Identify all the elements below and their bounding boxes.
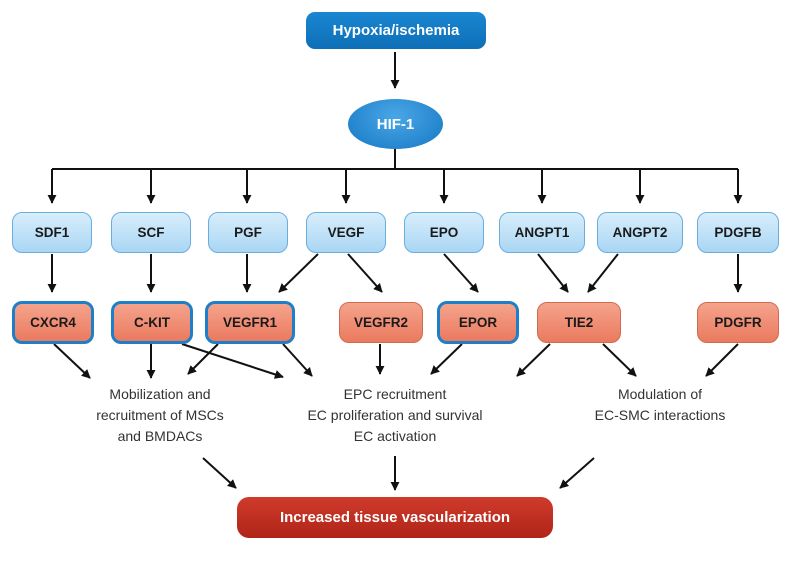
outcome-epc-recruitment: EPC recruitment EC proliferation and sur…: [285, 384, 505, 447]
ligand-sdf1: SDF1: [12, 212, 92, 253]
ligand-angpt1: ANGPT1: [499, 212, 585, 253]
outcome-line: EC activation: [353, 428, 437, 444]
outcome-line: Modulation of: [617, 386, 703, 402]
ligand-scf: SCF: [111, 212, 191, 253]
receptor-label: VEGFR1: [222, 315, 277, 330]
receptor-epor: EPOR: [437, 301, 519, 344]
ligand-pdgfb: PDGFB: [697, 212, 779, 253]
hif-1-label: HIF-1: [376, 115, 415, 133]
arrow-angpt1-to-tie2: [537, 253, 569, 293]
arrow-tie2-to-modulation: [602, 343, 637, 377]
arrow-vegf-to-vegfr1: [278, 253, 319, 293]
receptor-label: C-KIT: [134, 315, 170, 330]
outcome-modulation: Modulation of EC-SMC interactions: [565, 384, 755, 426]
ligand-label: EPO: [429, 225, 459, 240]
ligand-label: PDGFB: [714, 225, 762, 240]
hypoxia-box: Hypoxia/ischemia: [306, 12, 486, 49]
final-outcome-label: Increased tissue vascularization: [279, 509, 511, 526]
arrow-ckit-to-epc: [181, 343, 284, 379]
ligand-label: SCF: [137, 225, 165, 240]
outcome-line: EC-SMC interactions: [594, 407, 726, 423]
arrow-tie2-to-epc: [516, 343, 551, 377]
receptor-ckit: C-KIT: [111, 301, 193, 344]
ligand-pgf: PGF: [208, 212, 288, 253]
outcome-line: EPC recruitment: [343, 386, 447, 402]
hif-1-node: HIF-1: [348, 99, 443, 149]
ligand-label: VEGF: [327, 225, 365, 240]
outcome-mobilization: Mobilization and recruitment of MSCs and…: [60, 384, 260, 447]
arrow-vegfr1-to-epc: [282, 343, 313, 377]
receptor-label: VEGFR2: [353, 315, 408, 330]
arrow-angpt2-to-tie2: [587, 253, 619, 293]
receptor-vegfr1: VEGFR1: [205, 301, 295, 344]
final-outcome-box: Increased tissue vascularization: [237, 497, 553, 538]
ligand-label: PGF: [234, 225, 262, 240]
arrow-epor-to-epc: [430, 343, 463, 375]
arrow-modulation-to-final: [559, 457, 595, 489]
ligand-epo: EPO: [404, 212, 484, 253]
receptor-label: TIE2: [564, 315, 594, 330]
ligand-angpt2: ANGPT2: [597, 212, 683, 253]
arrow-vegf-to-vegfr2: [347, 253, 383, 293]
receptor-tie2: TIE2: [537, 302, 621, 343]
arrow-mobilization-to-final: [202, 457, 237, 489]
arrow-cxcr4-to-mobilization: [53, 343, 91, 379]
receptor-cxcr4: CXCR4: [12, 301, 94, 344]
outcome-line: Mobilization and: [109, 386, 211, 402]
ligand-vegf: VEGF: [306, 212, 386, 253]
outcome-line: recruitment of MSCs: [96, 407, 224, 423]
hypoxia-label: Hypoxia/ischemia: [332, 22, 460, 39]
arrow-vegfr1-to-mobilization: [187, 343, 219, 375]
receptor-label: PDGFR: [714, 315, 762, 330]
receptor-label: CXCR4: [30, 315, 76, 330]
arrow-pdgfr-to-modulation: [705, 343, 739, 377]
receptor-label: EPOR: [458, 315, 498, 330]
receptor-vegfr2: VEGFR2: [339, 302, 423, 343]
outcome-line: EC proliferation and survival: [307, 407, 483, 423]
outcome-line: and BMDACs: [117, 428, 203, 444]
arrow-epo-to-epor: [443, 253, 479, 293]
ligand-label: SDF1: [34, 225, 70, 240]
receptor-pdgfr: PDGFR: [697, 302, 779, 343]
ligand-label: ANGPT1: [514, 225, 570, 240]
ligand-label: ANGPT2: [612, 225, 668, 240]
